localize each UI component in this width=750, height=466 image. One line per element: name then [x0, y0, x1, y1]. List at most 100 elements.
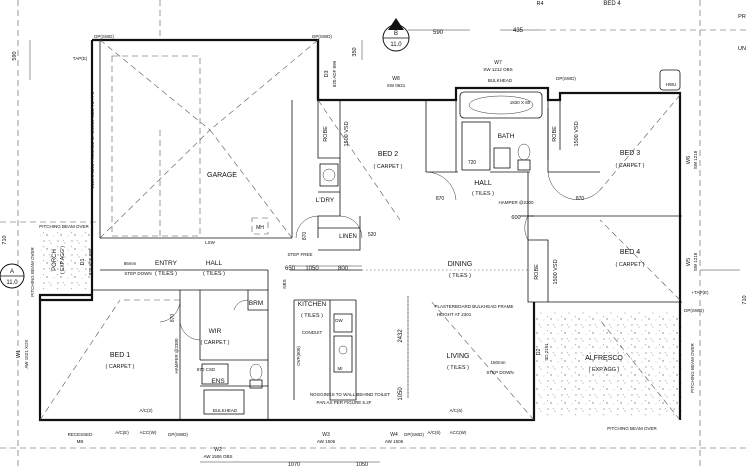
window-w6-size: SW 1218 — [693, 150, 698, 169]
room-bath: BATH — [498, 133, 515, 140]
dp-swd-3: DP(SWD) — [684, 308, 704, 313]
room-dining: DINING — [448, 261, 473, 268]
dp-swd-6: DP(SWD) — [556, 76, 576, 81]
room-garage: GARAGE — [207, 172, 237, 179]
door-d2-size: SD 2101 — [544, 343, 549, 361]
room-bed4-floor: ( CARPET ) — [616, 262, 645, 268]
ac-2: A/C(6) — [449, 408, 463, 413]
lsw: LSW — [205, 240, 216, 245]
dp-swd-1: DP(SWD) — [94, 34, 114, 39]
room-mh: MH — [256, 225, 264, 231]
r4-label: R4 — [536, 1, 543, 7]
vertical-labels: ROBE 1500 VSD ROBE 1500 VSD ROBE 1500 VS… — [2, 47, 748, 400]
room-bed4: BED 4 — [620, 249, 640, 256]
pitching-beam-top: PITCHING BEAM OVER — [39, 224, 89, 229]
pitching-beam-bottom: PITCHING BEAM OVER — [607, 426, 657, 431]
robe-bed3: ROBE — [552, 126, 558, 142]
plasterboard: PLASTERBOARD BULKHEAD FRAME — [434, 304, 513, 309]
step-free: STEP FREE — [288, 252, 313, 257]
room-ldry: L'DRY — [316, 197, 335, 204]
alfresco-slab — [534, 312, 682, 416]
room-hall-main-floor: ( TILES ) — [203, 271, 225, 277]
room-wir: WIR — [209, 328, 222, 335]
acc-w2: ACC(W) — [450, 430, 467, 435]
dim-1050v: 1050 — [398, 387, 404, 401]
annotations: 590 435 W7 SW 1212 OBS W8 SW 0621 BULKHE… — [39, 1, 746, 466]
step-down-1: STEP DOWN — [124, 271, 151, 276]
dw: DW — [335, 318, 343, 323]
window-w4: W4 — [390, 432, 398, 438]
room-bed3-floor: ( CARPET ) — [616, 163, 645, 169]
conduit: CONDUIT — [302, 330, 323, 335]
room-entry-floor: ( TILES ) — [155, 271, 177, 277]
noggings: NOGGINGS TO WALL BEHIND TOILET — [310, 392, 391, 397]
pitching-beam-left: PITCHING BEAM OVER — [30, 247, 35, 297]
nbs-label: NBS — [282, 279, 287, 288]
window-w7-size: SW 1212 OBS — [483, 67, 512, 72]
section-marker-a: A 11.0 — [0, 263, 25, 289]
pitching-beam-right: PITCHING BEAM OVER — [690, 343, 695, 393]
garage-roof-lines — [99, 39, 319, 239]
robe-bed4: ROBE — [534, 264, 540, 280]
window-w7: W7 — [494, 60, 502, 66]
dp-swd-2: DP(SWD) — [312, 34, 332, 39]
door-d3-size: 820 ADF 890 — [332, 60, 337, 87]
room-bed2-floor: ( CARPET ) — [374, 164, 403, 170]
dim-590-left: 590 — [12, 51, 18, 60]
room-kitchen-floor: ( TILES ) — [301, 313, 323, 319]
room-porch: PORCH — [52, 249, 58, 271]
dim-600: 600 — [511, 215, 520, 221]
window-w4-size: AW 1506 — [385, 439, 404, 444]
bath-size: 1830 X 80 — [510, 100, 531, 105]
dim-710-right: 710 — [742, 295, 748, 304]
dim-800: 800 — [338, 266, 349, 272]
robe-bed2: ROBE — [323, 126, 329, 142]
dim-720: 720 — [468, 160, 477, 166]
room-bed2: BED 2 — [378, 151, 398, 158]
hamper-wir: HAMPER @2300 — [174, 338, 179, 374]
dp-swd-4: DP(SWD) — [168, 432, 188, 437]
hwu: HWU — [666, 82, 677, 87]
dim-435: 435 — [513, 28, 524, 34]
vsd-bed2: 1500 VSD — [344, 121, 350, 146]
dim-1050b: 1050 — [356, 462, 368, 466]
vsd-bed3: 1500 VSD — [574, 121, 580, 146]
room-labels: GARAGE BED 2 ( CARPET ) BED 3 ( CARPET )… — [106, 1, 645, 385]
room-kitchen: KITCHEN — [298, 301, 327, 308]
dim-650: 650 — [285, 266, 296, 272]
dim-870-wir: 870 — [170, 314, 176, 323]
doors — [159, 171, 601, 341]
room-entry: ENTRY — [155, 260, 178, 267]
hamper-top: HAMPER @2300 — [498, 200, 534, 205]
section-b-letter: B — [394, 31, 398, 37]
dim-870-bed3: 870 — [576, 196, 585, 202]
window-w3-size: AW 1506 — [317, 439, 336, 444]
room-wir-floor: ( CARPET ) — [201, 340, 230, 346]
dim-870-bed2: 870 — [436, 196, 445, 202]
dim-710-left: 710 — [2, 235, 8, 244]
window-w8-size: SW 0621 — [387, 83, 406, 88]
room-hall-top-floor: ( TILES ) — [472, 191, 494, 197]
room-brm: BRM — [249, 300, 263, 307]
dim-520: 520 — [368, 232, 377, 238]
window-w2: W2 — [214, 447, 222, 453]
room-alfresco: ALFRESCO — [585, 355, 623, 362]
ac-1: A/C(2) — [139, 408, 153, 413]
section-a-letter: A — [10, 269, 14, 275]
section-a-ref: 11.0 — [6, 280, 18, 286]
bulkhead-ens: BULKHEAD — [213, 408, 238, 413]
dim-86mm: 86mm — [124, 261, 137, 266]
room-ens: ENS — [211, 378, 225, 385]
window-w8: W8 — [392, 76, 400, 82]
mi: MI — [338, 366, 343, 371]
house-roof-lines — [39, 94, 681, 421]
room-bed4-top: BED 4 — [603, 1, 621, 7]
step-down-2: STEP DOWN — [486, 370, 513, 375]
dimension-lines — [29, 29, 740, 463]
room-bed1-floor: ( CARPET ) — [106, 364, 135, 370]
room-bed1: BED 1 — [110, 352, 130, 359]
room-hall-top: HALL — [474, 180, 492, 187]
room-hall-main: HALL — [206, 260, 223, 267]
